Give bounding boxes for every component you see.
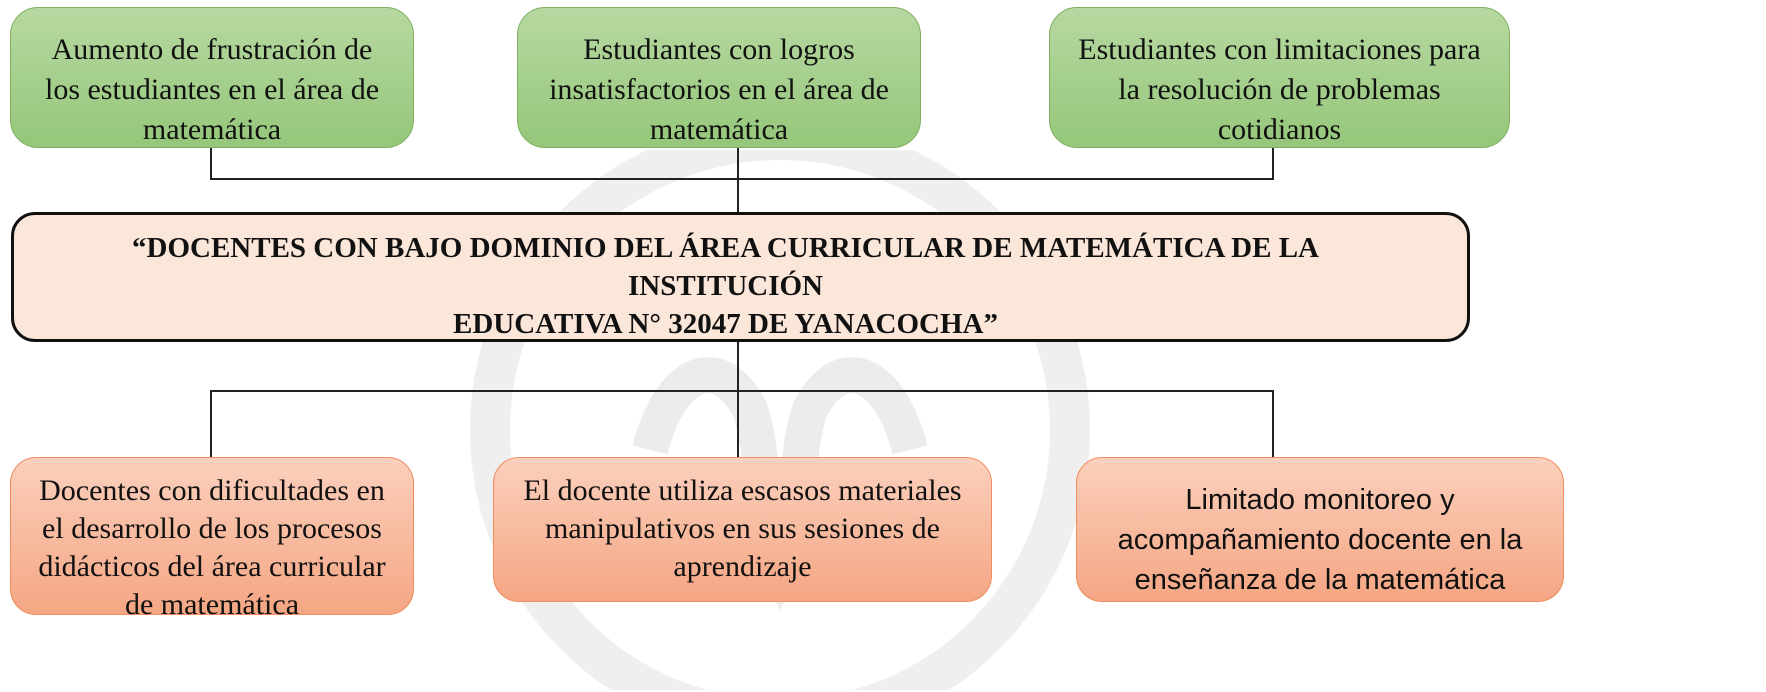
cause-connector-stem xyxy=(737,340,739,458)
cause-text-1: Docentes con dificultades en el desarrol… xyxy=(38,474,386,621)
cause-box-2: El docente utiliza escasos materiales ma… xyxy=(493,457,992,602)
effect-box-1: Aumento de frustración de los estudiante… xyxy=(10,7,414,148)
cause-connector-left xyxy=(210,390,212,458)
central-problem-box: “DOCENTES CON BAJO DOMINIO DEL ÁREA CURR… xyxy=(11,212,1470,342)
effect-text-1: Aumento de frustración de los estudiante… xyxy=(44,33,380,146)
effect-connector-left xyxy=(210,148,212,179)
central-problem-line-1: “DOCENTES CON BAJO DOMINIO DEL ÁREA CURR… xyxy=(132,232,1319,302)
cause-text-2: El docente utiliza escasos materiales ma… xyxy=(523,474,962,583)
effect-box-3: Estudiantes con limitaciones para la res… xyxy=(1049,7,1510,148)
cause-box-1: Docentes con dificultades en el desarrol… xyxy=(10,457,414,621)
effect-connector-bar xyxy=(210,178,1274,180)
cause-connector-bar xyxy=(210,390,1274,392)
cause-connector-right xyxy=(1272,390,1274,458)
cause-box-3: Limitado monitoreo y acompañamiento doce… xyxy=(1076,457,1564,602)
effect-connector-middle xyxy=(737,148,739,213)
effect-connector-right xyxy=(1272,148,1274,179)
effect-text-3: Estudiantes con limitaciones para la res… xyxy=(1078,33,1481,146)
central-problem-line-2: EDUCATIVA N° 32047 DE YANACOCHA” xyxy=(453,308,998,340)
effect-text-2: Estudiantes con logros insatisfactorios … xyxy=(549,33,889,146)
effect-box-2: Estudiantes con logros insatisfactorios … xyxy=(517,7,921,148)
cause-text-3: Limitado monitoreo y acompañamiento doce… xyxy=(1117,484,1523,596)
